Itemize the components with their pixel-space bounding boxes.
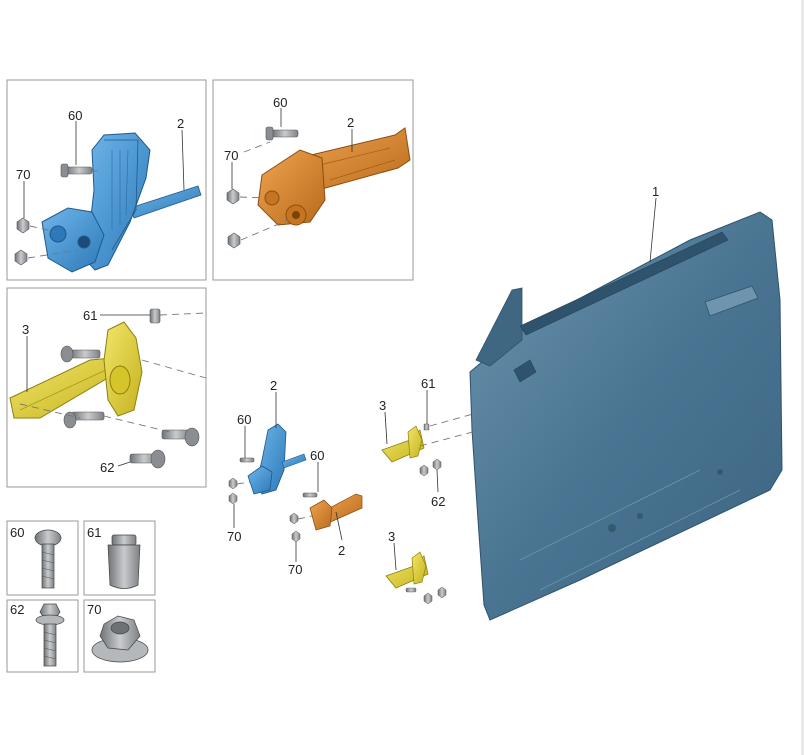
callout-60-box1: 60: [68, 108, 82, 123]
thumb-label-bolt: 60: [10, 525, 24, 540]
callout-60-exploded-orange: 60: [310, 448, 324, 463]
leader-62-exploded: [436, 469, 439, 493]
nut-cap-thumbnail: [107, 534, 141, 589]
door-panel: [469, 211, 783, 621]
exploded-blue-check-strap: [228, 423, 307, 505]
leader-1: [649, 197, 657, 263]
callout-61-box3: 61: [83, 308, 97, 323]
callout-61-exploded: 61: [421, 376, 435, 391]
leader-3-exploded-lower: [393, 542, 397, 571]
exploded-lower-hinge: [385, 551, 447, 605]
callout-70-box1: 70: [16, 167, 30, 182]
thumb-label-nut-cap: 61: [87, 525, 101, 540]
scrollbar-track[interactable]: [801, 0, 804, 755]
blue-check-strap-detail: [14, 132, 202, 273]
thumb-label-flange-bolt: 62: [10, 602, 24, 617]
flange-nut-thumbnail: [91, 615, 149, 663]
callout-3-exploded-lower: 3: [388, 529, 395, 544]
callout-62-exploded: 62: [431, 494, 445, 509]
leader-3-exploded-upper: [384, 411, 388, 445]
leader-2-exploded-orange: [335, 511, 343, 541]
orange-check-strap-detail: [226, 126, 411, 249]
bolt-thumbnail: [34, 529, 62, 589]
callout-2-exploded-orange: 2: [338, 543, 345, 558]
callout-70-exploded-orange: 70: [288, 562, 302, 577]
callout-3-exploded-upper: 3: [379, 398, 386, 413]
leader-62-box3: [117, 461, 131, 467]
callout-60-exploded-blue: 60: [237, 412, 251, 427]
flange-bolt-thumbnail: [35, 603, 65, 667]
exploded-upper-hinge: [381, 411, 481, 477]
callout-70-box2: 70: [224, 148, 238, 163]
callout-62-box3: 62: [100, 460, 114, 475]
callout-3-box3: 3: [22, 322, 29, 337]
callout-1-door: 1: [652, 184, 659, 199]
hinge-detail: [9, 308, 207, 469]
thumb-label-flange-nut: 70: [87, 602, 101, 617]
leader-2-box1: [181, 129, 185, 191]
callout-60-box2: 60: [273, 95, 287, 110]
callout-2-exploded-blue: 2: [270, 378, 277, 393]
exploded-orange-check-strap: [289, 492, 363, 543]
callout-70-exploded-blue: 70: [227, 529, 241, 544]
callout-2-box1: 2: [177, 116, 184, 131]
callout-2-box2: 2: [347, 115, 354, 130]
